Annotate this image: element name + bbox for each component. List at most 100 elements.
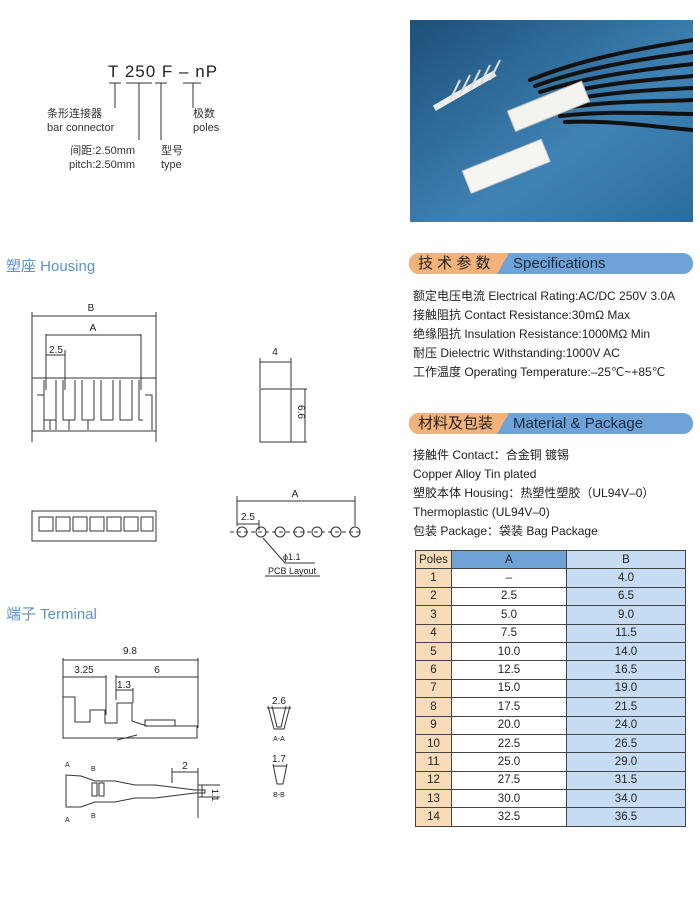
cell-b: 14.0 <box>566 641 686 662</box>
cell-poles: 12 <box>415 770 452 791</box>
terminal-section-title: 端子 Terminal <box>6 606 97 623</box>
terminal-drawing: 9.8 3.25 6 1.3 2 1.1 2.6 A-A 1.7 B-B A A… <box>62 646 291 824</box>
cell-poles: 8 <box>415 697 452 717</box>
cell-a: 10.0 <box>451 641 567 662</box>
housing-drawing: B A 2.5 4 6.6 A 2.5 ϕ1.1 PCB Layout <box>31 303 361 577</box>
section-bb-label: B-B <box>273 792 285 799</box>
spec-contact-resistance: 接触阻抗 Contact Resistance:30mΩ Max <box>413 308 631 322</box>
cell-a: 5.0 <box>451 605 567 625</box>
header-poles: Poles <box>415 549 452 570</box>
header-a: A <box>451 549 567 570</box>
dim-height: 6.6 <box>295 405 306 419</box>
part-number: T 250 F – nP <box>108 62 218 82</box>
cell-poles: 5 <box>415 641 452 662</box>
specifications-list: 额定电压电流 Electrical Rating:AC/DC 250V 3.0A… <box>413 287 675 382</box>
cell-poles: 9 <box>415 715 452 735</box>
cell-a: 30.0 <box>451 789 567 809</box>
pn-series: T <box>108 62 120 81</box>
specs-title-cn: 技 术 参 数 <box>409 253 509 274</box>
cell-b: 9.0 <box>566 605 686 625</box>
pcb-layout-label: PCB Layout <box>268 566 317 576</box>
cell-b: 19.0 <box>566 678 686 699</box>
cell-b: 31.5 <box>566 770 686 791</box>
specs-title-en: Specifications <box>513 255 606 272</box>
cell-poles: 10 <box>415 733 452 754</box>
pcb-hole-diameter: ϕ1.1 <box>283 552 301 562</box>
cell-poles: 11 <box>415 752 452 772</box>
cell-a: 20.0 <box>451 715 567 735</box>
pn-pitch: 250 <box>124 62 157 81</box>
spec-insulation-resistance: 绝缘阻抗 Insulation Resistance:1000MΩ Min <box>413 327 651 341</box>
cell-b: 24.0 <box>566 715 686 735</box>
dim-6: 6 <box>154 665 160 676</box>
part-number-leader-lines <box>109 82 201 140</box>
spec-electrical-rating: 额定电压电流 Electrical Rating:AC/DC 250V 3.0A <box>413 289 676 303</box>
dim-bb-width: 1.7 <box>272 754 286 765</box>
cell-a: 2.5 <box>451 586 567 607</box>
section-b-mark: B <box>91 766 96 773</box>
cell-a: 17.5 <box>451 697 567 717</box>
specifications-banner: 技 术 参 数 Specifications <box>409 253 693 274</box>
cell-a: 12.5 <box>451 660 567 680</box>
cell-b: 29.0 <box>566 752 686 772</box>
cell-b: 6.5 <box>566 586 686 607</box>
material-package: 包装 Package：袋装 Bag Package <box>413 524 598 538</box>
cell-poles: 6 <box>415 660 452 680</box>
pcb-dim-a: A <box>292 489 299 500</box>
table-row: 1–4.0 <box>415 568 686 588</box>
spec-dielectric: 耐压 Dielectric Withstanding:1000V AC <box>413 346 620 360</box>
cell-poles: 14 <box>415 807 452 827</box>
dim-3-25: 3.25 <box>74 665 94 676</box>
dim-1-1: 1.1 <box>210 789 220 802</box>
cell-poles: 13 <box>415 789 452 809</box>
product-photo <box>410 20 693 222</box>
cell-poles: 4 <box>415 623 452 643</box>
dim-2: 2 <box>182 761 188 772</box>
cell-a: 27.5 <box>451 770 567 791</box>
cell-b: 4.0 <box>566 568 686 588</box>
dim-b: B <box>88 303 95 314</box>
material-title-en: Material & Package <box>513 415 644 432</box>
cell-a: 7.5 <box>451 623 567 643</box>
dim-aa-width: 2.6 <box>272 696 286 707</box>
pn-type: F <box>161 62 174 81</box>
section-b-mark: B <box>91 813 96 820</box>
header-b: B <box>566 549 686 570</box>
cell-a: 15.0 <box>451 678 567 699</box>
material-banner: 材料及包装 Material & Package <box>409 413 693 434</box>
pn-dash: – <box>179 62 190 81</box>
section-a-mark: A <box>65 817 70 824</box>
cell-poles: 1 <box>415 568 452 588</box>
spec-temperature: 工作温度 Operating Temperature:–25℃~+85℃ <box>413 365 666 379</box>
cell-a: – <box>451 568 567 588</box>
cell-b: 21.5 <box>566 697 686 717</box>
cell-b: 34.0 <box>566 789 686 809</box>
dim-total-length: 9.8 <box>123 646 137 657</box>
dim-a: A <box>90 323 97 334</box>
cell-b: 26.5 <box>566 733 686 754</box>
cell-b: 36.5 <box>566 807 686 827</box>
material-list: 接触件 Contact：合金铜 镀锡 Copper Alloy Tin plat… <box>413 446 654 541</box>
dim-pitch: 2.5 <box>49 345 63 356</box>
material-contact: 接触件 Contact：合金铜 镀锡 <box>413 448 570 462</box>
housing-section-title: 塑座 Housing <box>6 258 96 275</box>
pn-poles: nP <box>195 62 219 81</box>
